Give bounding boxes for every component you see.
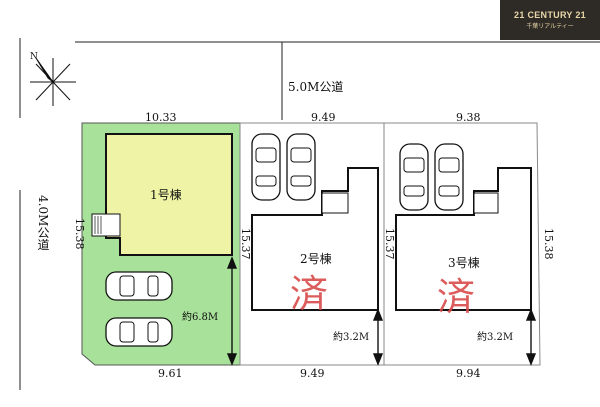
dimension-lot1 — [226, 256, 238, 366]
building-2-label: 2号棟 — [300, 252, 332, 266]
car-icon — [399, 143, 429, 211]
lot-2-front: 9.49 — [311, 111, 336, 124]
lot-3-front: 9.38 — [456, 111, 481, 124]
compass-icon — [30, 57, 76, 106]
century21-logo: 21 CENTURY 21 千葉リアルティー — [500, 0, 600, 40]
lot-1-depth: 15.38 — [73, 218, 86, 250]
lot-3-parking: 約3.2M — [477, 332, 514, 343]
lot-1-front: 10.33 — [145, 111, 177, 124]
logo-brand: CENTURY 21 — [527, 10, 586, 20]
lot-3-back: 9.94 — [456, 367, 481, 380]
lot-1-back: 9.61 — [158, 367, 183, 380]
car-icon — [105, 271, 173, 301]
building-3-label: 3号棟 — [448, 256, 480, 270]
compass-label: N — [30, 52, 38, 62]
lot-2-parking: 約3.2M — [333, 332, 370, 343]
sold-seal-3: 済 — [437, 275, 476, 319]
lot-1-parking: 約6.8M — [182, 312, 219, 323]
logo-mark: 21 — [514, 10, 525, 20]
porch-3 — [473, 192, 499, 214]
lot-2-back: 9.49 — [300, 367, 325, 380]
lot-3-depth-right: 15.38 — [542, 228, 555, 260]
car-icon — [251, 133, 281, 201]
building-1-label: 1号棟 — [150, 188, 182, 202]
car-icon — [105, 317, 173, 347]
lot-3-depth: 15.37 — [383, 228, 396, 260]
sold-seal-2: 済 — [290, 272, 329, 316]
road-label-left: 4.0M公道 — [36, 195, 50, 251]
porch-1-steps — [94, 216, 102, 234]
porch-1 — [91, 213, 121, 237]
logo-sub: 千葉リアルティー — [526, 24, 574, 30]
lot-2-depth: 15.37 — [239, 228, 252, 260]
car-icon — [434, 143, 464, 211]
building-1 — [105, 133, 233, 256]
dimension-lot2 — [372, 308, 384, 366]
porch-2 — [321, 192, 349, 214]
car-icon — [286, 133, 316, 201]
dimension-lot3 — [525, 308, 537, 366]
road-label-top: 5.0M公道 — [288, 80, 344, 94]
